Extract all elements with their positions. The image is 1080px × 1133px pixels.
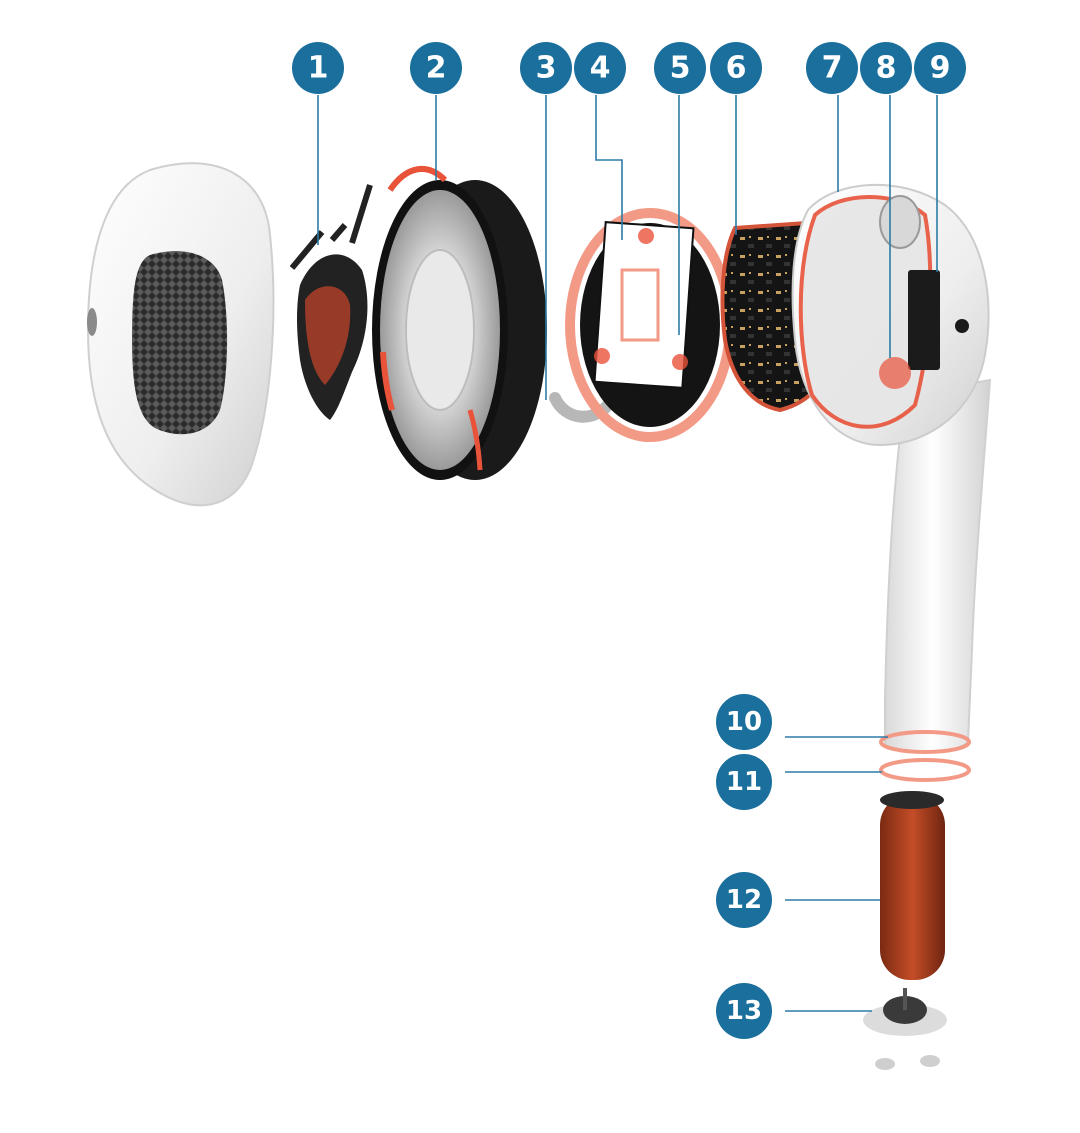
callout-badge-6: 6 — [710, 42, 762, 94]
vent-component — [289, 184, 373, 420]
callout-badge-9: 9 — [914, 42, 966, 94]
callout-badge-4: 4 — [574, 42, 626, 94]
svg-text:11: 11 — [726, 767, 762, 797]
callout-badge-7: 7 — [806, 42, 858, 94]
svg-text:10: 10 — [726, 707, 762, 737]
sensor-plate-component — [565, 208, 735, 442]
svg-text:9: 9 — [930, 51, 951, 86]
callout-badges: 1 2 3 4 5 6 7 8 9 10 11 12 13 — [292, 42, 966, 1039]
svg-text:8: 8 — [876, 51, 897, 86]
svg-text:2: 2 — [426, 51, 447, 86]
callout-badge-12: 12 — [716, 872, 772, 928]
front-shell-component — [86, 162, 275, 507]
svg-text:4: 4 — [590, 51, 611, 86]
svg-text:1: 1 — [308, 51, 329, 86]
callout-badge-3: 3 — [520, 42, 572, 94]
leader-lines — [317, 95, 938, 1012]
svg-text:7: 7 — [822, 51, 843, 86]
svg-text:12: 12 — [726, 885, 762, 915]
battery-component — [880, 791, 945, 980]
svg-text:3: 3 — [536, 51, 557, 86]
main-body-component — [791, 183, 992, 754]
ring-components — [879, 730, 971, 782]
callout-badge-2: 2 — [410, 42, 462, 94]
leader-line-4 — [595, 95, 623, 240]
callout-badge-8: 8 — [860, 42, 912, 94]
svg-text:6: 6 — [726, 51, 747, 86]
svg-text:13: 13 — [726, 996, 762, 1026]
charging-contact-component — [863, 988, 947, 1070]
callout-badge-5: 5 — [654, 42, 706, 94]
callout-badge-10: 10 — [716, 694, 772, 750]
callout-badge-1: 1 — [292, 42, 344, 94]
callout-badge-13: 13 — [716, 983, 772, 1039]
svg-text:5: 5 — [670, 51, 691, 86]
speaker-driver-component — [372, 165, 547, 480]
callout-badge-11: 11 — [716, 754, 772, 810]
